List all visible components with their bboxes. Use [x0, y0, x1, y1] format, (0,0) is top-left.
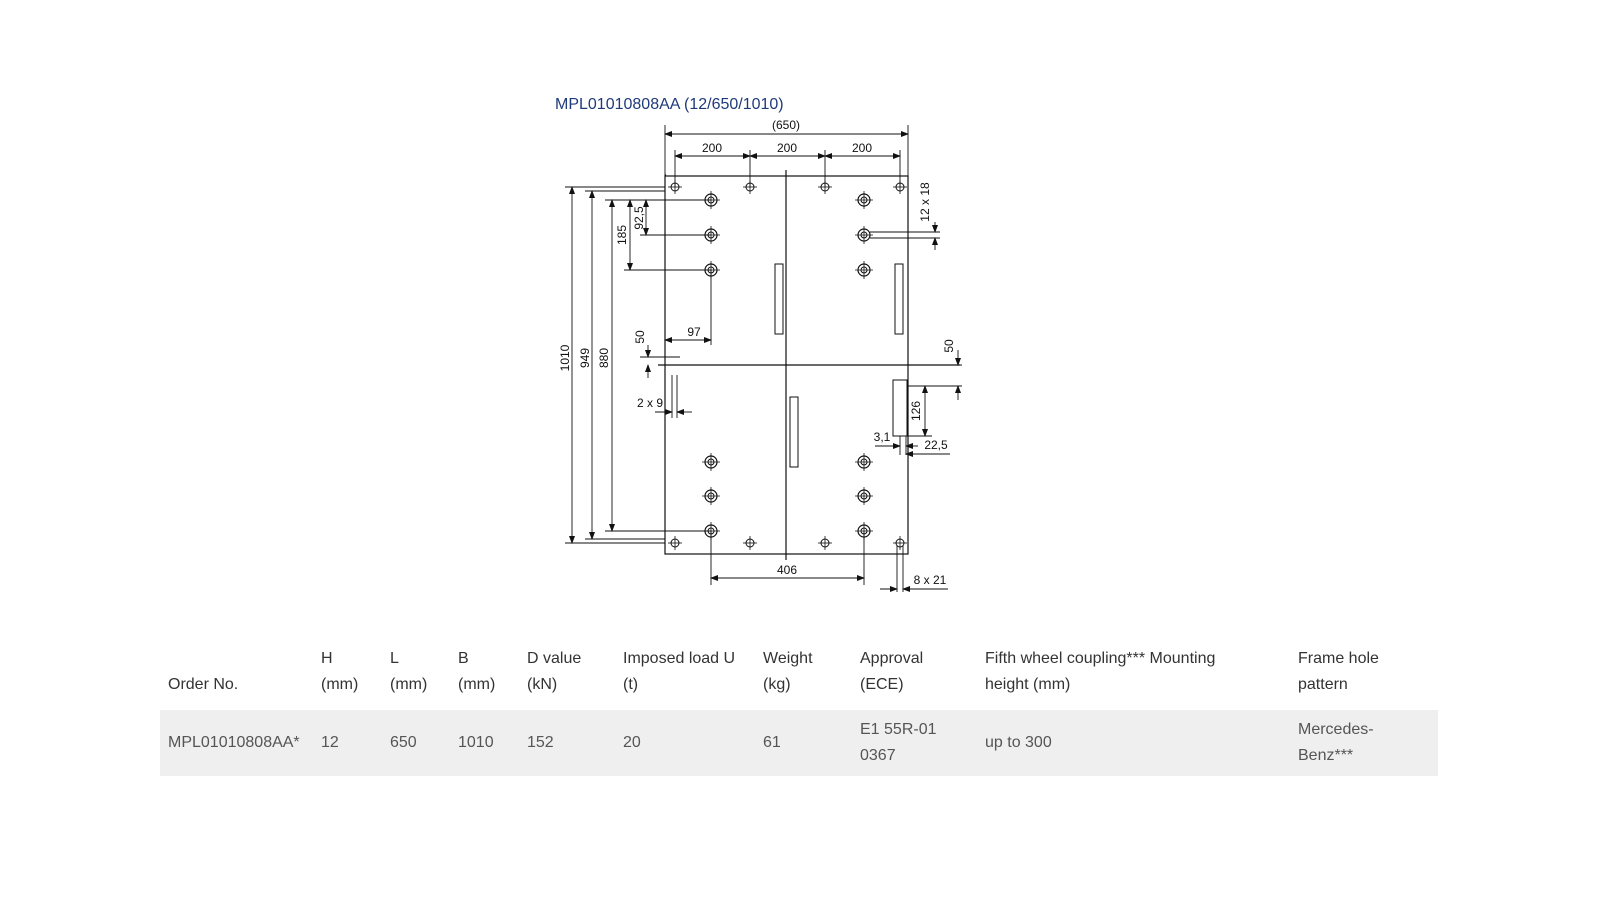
dim-height-126: 126 — [909, 401, 923, 421]
dim-offset-3-1: 3,1 — [874, 430, 891, 444]
header-l: L(mm) — [390, 650, 428, 693]
cell-frame-hole: Mercedes-Benz*** — [1290, 710, 1438, 776]
dim-top-spacing-2: 200 — [777, 141, 797, 155]
technical-drawing: (650) 200 200 200 12 x 18 92,5 185 1010 … — [540, 118, 980, 598]
cell-order-no: MPL01010808AA* — [160, 710, 313, 776]
cell-h: 12 — [313, 710, 382, 776]
dim-slot-bottom: 8 x 21 — [914, 573, 947, 587]
cell-weight: 61 — [755, 710, 852, 776]
dim-height-1010: 1010 — [558, 344, 572, 371]
dim-offset-50-right: 50 — [942, 339, 956, 353]
cell-b: 1010 — [450, 710, 519, 776]
table-header-row: Order No. H(mm) L(mm) B(mm) D value(kN) … — [160, 640, 1438, 710]
cell-l: 650 — [382, 710, 450, 776]
dim-top-spacing-1: 200 — [702, 141, 722, 155]
header-order-no: Order No. — [168, 676, 239, 693]
dimension-labels: (650) 200 200 200 12 x 18 92,5 185 1010 … — [558, 118, 956, 587]
table-row: MPL01010808AA* 12 650 1010 152 20 61 E1 … — [160, 710, 1438, 776]
dim-height-949: 949 — [578, 348, 592, 368]
dim-spacing-185: 185 — [615, 225, 629, 245]
header-weight: Weight(kg) — [763, 650, 813, 693]
dim-top-spacing-3: 200 — [852, 141, 872, 155]
cell-mounting-height: up to 300 — [977, 710, 1290, 776]
header-b: B(mm) — [458, 650, 496, 693]
dimension-lines — [565, 125, 962, 592]
dim-height-880: 880 — [597, 348, 611, 368]
dim-offset-97: 97 — [687, 325, 701, 339]
header-d-value: D value(kN) — [527, 650, 582, 693]
header-approval: Approval(ECE) — [860, 650, 924, 693]
dim-overall-width: (650) — [772, 118, 800, 132]
dim-hole-2x9: 2 x 9 — [637, 396, 663, 410]
dim-spacing-92-5: 92,5 — [632, 206, 646, 230]
slots — [774, 263, 908, 468]
header-h: H(mm) — [321, 650, 359, 693]
cell-imposed-load: 20 — [615, 710, 755, 776]
mounting-plate-drawing: (650) 200 200 200 12 x 18 92,5 185 1010 … — [558, 118, 962, 592]
header-imposed-load: Imposed load U(t) — [623, 650, 736, 693]
cell-d-value: 152 — [519, 710, 615, 776]
dim-offset-50-left: 50 — [633, 330, 647, 344]
dim-bottom-406: 406 — [777, 563, 797, 577]
drawing-title: MPL01010808AA (12/650/1010) — [555, 96, 784, 113]
specification-table: Order No. H(mm) L(mm) B(mm) D value(kN) … — [160, 640, 1438, 776]
dim-slot-top: 12 x 18 — [918, 182, 932, 222]
dim-offset-22-5: 22,5 — [924, 438, 948, 452]
